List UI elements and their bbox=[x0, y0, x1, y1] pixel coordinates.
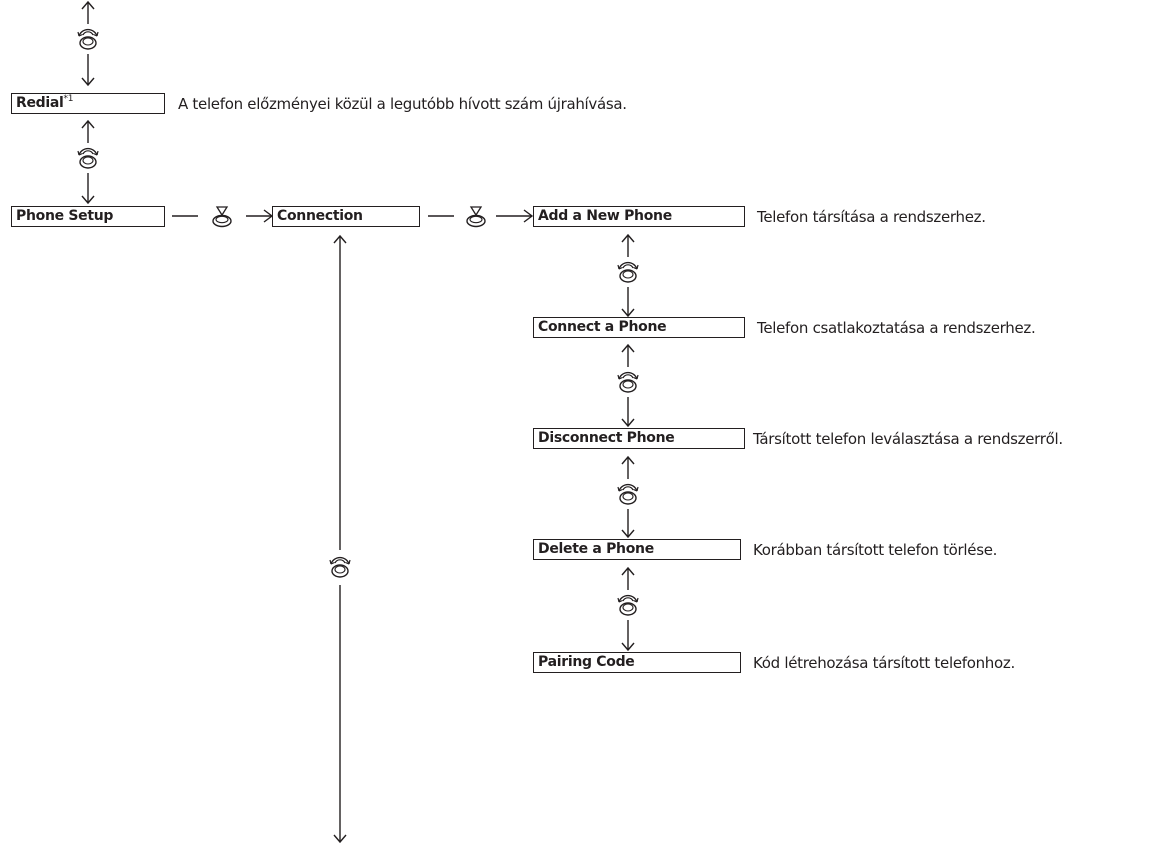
connect-phone-description: Telefon csatlakoztatása a rendszerhez. bbox=[757, 319, 1036, 337]
press-knob-icon bbox=[212, 206, 232, 228]
menu-item-connect-phone[interactable]: Connect a Phone bbox=[533, 317, 745, 338]
menu-item-label: Redial*1 bbox=[16, 94, 74, 111]
arrow-down bbox=[81, 77, 95, 87]
menu-item-label: Connect a Phone bbox=[538, 319, 667, 335]
pairing-code-description: Kód létrehozása társított telefonhoz. bbox=[753, 654, 1015, 672]
disconnect-phone-description: Társított telefon leválasztása a rendsze… bbox=[753, 430, 1063, 448]
arrow-up bbox=[81, 0, 95, 10]
arrow-down bbox=[621, 642, 635, 652]
menu-item-label: Delete a Phone bbox=[538, 541, 654, 557]
menu-item-pairing-code[interactable]: Pairing Code bbox=[533, 652, 741, 673]
arrow-up bbox=[621, 343, 635, 353]
delete-phone-description: Korábban társított telefon törlése. bbox=[753, 541, 998, 559]
arrow-down bbox=[81, 195, 95, 205]
arrow-up bbox=[81, 119, 95, 129]
rotate-knob-icon bbox=[329, 556, 351, 578]
arrow-up bbox=[621, 566, 635, 576]
rotate-knob-icon bbox=[617, 483, 639, 505]
arrow-down bbox=[621, 308, 635, 318]
rotate-knob-icon bbox=[77, 147, 99, 169]
menu-item-label: Add a New Phone bbox=[538, 208, 672, 224]
menu-item-phone-setup[interactable]: Phone Setup bbox=[11, 206, 165, 227]
rotate-knob-icon bbox=[617, 594, 639, 616]
arrow-down bbox=[621, 418, 635, 428]
menu-item-redial[interactable]: Redial*1 bbox=[11, 93, 165, 114]
footnote-marker: *1 bbox=[63, 94, 74, 104]
menu-item-disconnect-phone[interactable]: Disconnect Phone bbox=[533, 428, 745, 449]
arrow-down bbox=[333, 834, 347, 844]
menu-item-label: Disconnect Phone bbox=[538, 430, 675, 446]
arrow-right bbox=[523, 209, 534, 223]
add-new-phone-description: Telefon társítása a rendszerhez. bbox=[757, 208, 986, 226]
arrow-up bbox=[333, 234, 347, 244]
menu-item-label: Phone Setup bbox=[16, 208, 114, 224]
rotate-knob-icon bbox=[77, 28, 99, 50]
menu-item-connection[interactable]: Connection bbox=[272, 206, 420, 227]
arrow-up bbox=[621, 455, 635, 465]
arrow-up bbox=[621, 233, 635, 243]
press-knob-icon bbox=[466, 206, 486, 228]
menu-item-label: Pairing Code bbox=[538, 654, 635, 670]
menu-item-add-new-phone[interactable]: Add a New Phone bbox=[533, 206, 745, 227]
rotate-knob-icon bbox=[617, 371, 639, 393]
menu-item-delete-phone[interactable]: Delete a Phone bbox=[533, 539, 741, 560]
arrow-down bbox=[621, 529, 635, 539]
rotate-knob-icon bbox=[617, 261, 639, 283]
menu-item-label: Connection bbox=[277, 208, 363, 224]
redial-description: A telefon előzményei közül a legutóbb hí… bbox=[178, 95, 627, 113]
